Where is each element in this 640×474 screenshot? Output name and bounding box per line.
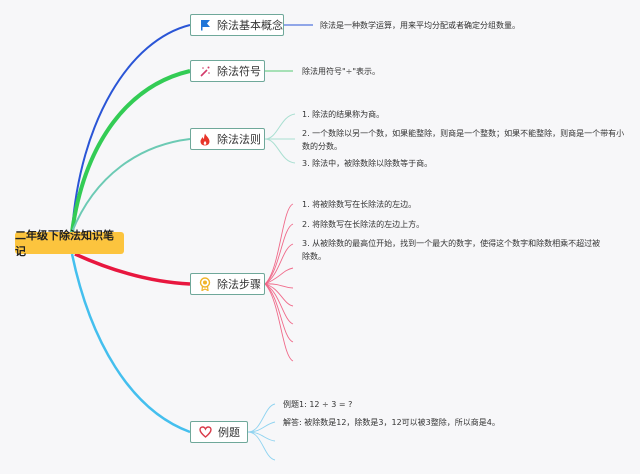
note-rule-3: 3. 除法中，被除数除以除数等于商。 xyxy=(302,159,433,168)
note-basic-concept: 除法是一种数学运算，用来平均分配或者确定分组数量。 xyxy=(320,21,520,30)
note-division-symbol: 除法用符号"÷"表示。 xyxy=(302,67,381,76)
topic-label: 除法步骤 xyxy=(217,278,261,291)
magic-wand-icon xyxy=(199,64,211,78)
topic-label: 除法基本概念 xyxy=(217,19,283,32)
topic-label: 除法法则 xyxy=(217,133,261,146)
fire-icon xyxy=(199,132,211,146)
root-topic-label: 二年级下除法知识笔记 xyxy=(15,229,114,258)
heart-icon xyxy=(199,425,212,439)
note-example-answer: 解答: 被除数是12，除数是3，12可以被3整除，所以商是4。 xyxy=(283,418,500,427)
medal-icon xyxy=(199,277,211,291)
note-step-3: 3. 从被除数的最高位开始，找到一个最大的数字，使得这个数字和除数相乘不超过被除… xyxy=(302,239,601,261)
topic-label: 除法符号 xyxy=(217,65,261,78)
note-example-question: 例题1: 12 ÷ 3 = ? xyxy=(283,400,353,409)
topic-division-symbol[interactable]: 除法符号 xyxy=(190,60,265,82)
topic-examples[interactable]: 例题 xyxy=(190,421,248,443)
topic-division-steps[interactable]: 除法步骤 xyxy=(190,273,265,295)
root-topic[interactable]: 二年级下除法知识笔记 xyxy=(15,229,124,258)
note-rule-2: 2. 一个数除以另一个数，如果能整除，则商是一个整数；如果不能整除，则商是一个带… xyxy=(302,129,625,151)
note-step-1: 1. 将被除数写在长除法的左边。 xyxy=(302,200,417,209)
topic-division-rules[interactable]: 除法法则 xyxy=(190,128,265,150)
topic-basic-concept[interactable]: 除法基本概念 xyxy=(190,14,284,36)
topic-label: 例题 xyxy=(218,426,240,439)
note-rule-1: 1. 除法的结果称为商。 xyxy=(302,110,385,119)
flag-icon xyxy=(199,18,211,32)
note-step-2: 2. 将除数写在长除法的左边上方。 xyxy=(302,220,425,229)
